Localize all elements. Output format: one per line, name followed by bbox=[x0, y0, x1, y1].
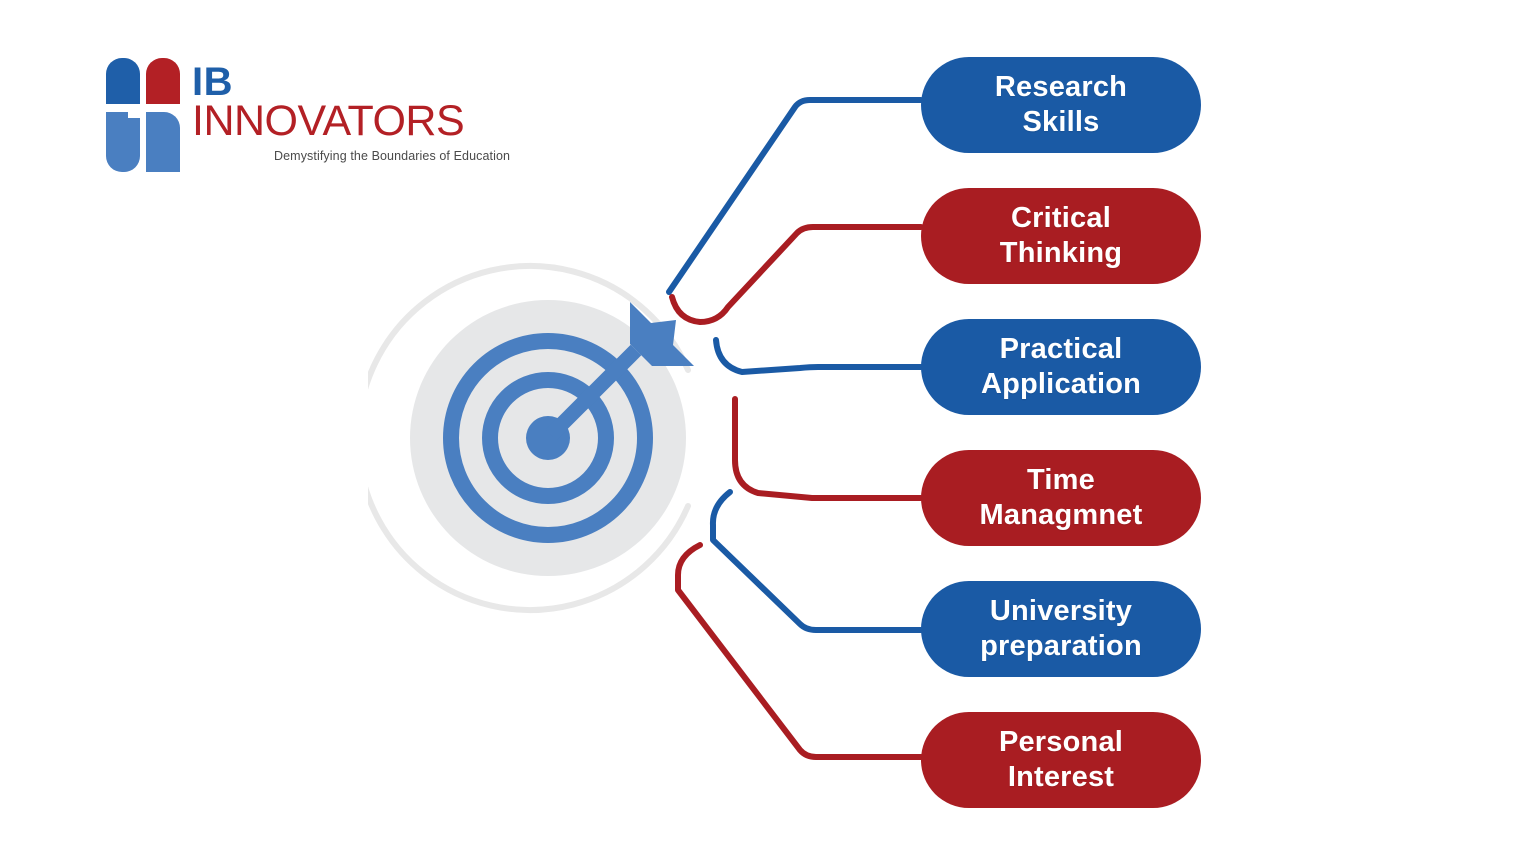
connector-time-management bbox=[732, 396, 924, 501]
arrow-shaft bbox=[545, 344, 642, 441]
branch-label-line1: Practical bbox=[999, 332, 1123, 365]
branch-label-line1: Critical bbox=[1011, 201, 1111, 234]
target-bullseye-with-arrow-icon bbox=[368, 263, 694, 613]
branch-pill-critical-thinking[interactable]: Critical Thinking bbox=[921, 188, 1201, 284]
bullseye-outer-ring bbox=[443, 333, 653, 543]
bullseye-middle-ring bbox=[482, 372, 614, 504]
ib-innovators-logo-icon bbox=[106, 58, 180, 172]
branch-label-line1: University bbox=[989, 594, 1133, 627]
arrow-fletching bbox=[630, 302, 694, 366]
branch-pill-practical-application[interactable]: Practical Application bbox=[921, 319, 1201, 415]
branch-pill-personal-interest[interactable]: Personal Interest bbox=[921, 712, 1201, 808]
branch-pill-research-skills[interactable]: Research Skills bbox=[921, 57, 1201, 153]
branch-label-line2: Thinking bbox=[999, 237, 1123, 269]
connector-university-preparation bbox=[709, 489, 924, 633]
logo-line-innovators: INNOVATORS bbox=[192, 97, 465, 145]
branch-label-line2: Interest bbox=[1007, 761, 1115, 793]
branch-label-line2: Managmnet bbox=[979, 499, 1143, 531]
connector-practical-application bbox=[713, 337, 924, 375]
branch-pill-time-management[interactable]: Time Managmnet bbox=[921, 450, 1201, 546]
ib-innovators-logo: IB INNOVATORS Demystifying the Boundarie… bbox=[104, 56, 510, 181]
branch-label-line2: preparation bbox=[980, 630, 1142, 662]
branch-label-line1: Research bbox=[994, 70, 1128, 103]
branch-label-line2: Skills bbox=[1022, 106, 1100, 138]
branch-label-line1: Personal bbox=[998, 725, 1124, 758]
branch-label-line2: Application bbox=[980, 368, 1142, 400]
branch-label-line1: Time bbox=[1027, 463, 1095, 496]
outer-ring-arc bbox=[368, 263, 691, 613]
logo-line-ib: IB bbox=[192, 60, 233, 104]
logo-tagline: Demystifying the Boundaries of Education bbox=[274, 149, 511, 163]
logo-wordmark: IB INNOVATORS Demystifying the Boundarie… bbox=[192, 60, 510, 174]
branch-pill-university-preparation[interactable]: University preparation bbox=[921, 581, 1201, 677]
